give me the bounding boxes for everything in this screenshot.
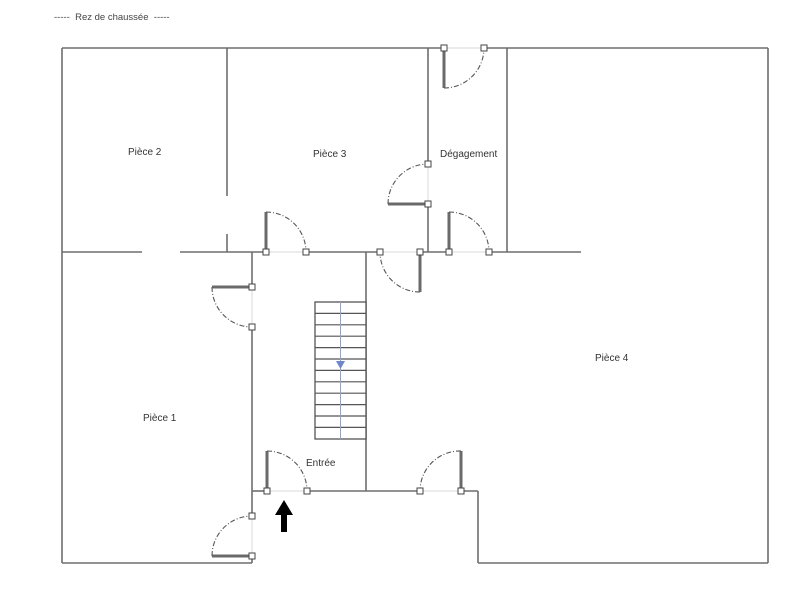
room-label-piece2: Pièce 2 (128, 147, 162, 158)
floor-title: ----- Rez de chaussée ----- (54, 12, 170, 23)
room-label-piece3: Pièce 3 (313, 149, 347, 160)
door-piece3[interactable] (262, 211, 310, 256)
door-piece3-degagement[interactable] (387, 160, 432, 208)
walls (61, 47, 769, 564)
door-entrance[interactable] (263, 450, 311, 495)
door-degagement-bottom[interactable] (445, 211, 493, 256)
door-piece1-upper[interactable] (211, 283, 256, 331)
stair-down-arrow-icon (336, 361, 345, 369)
door-piece4-bottom[interactable] (416, 450, 465, 495)
entrance-arrow-icon (275, 500, 293, 532)
room-label-piece4: Pièce 4 (595, 353, 629, 364)
room-label-piece1: Pièce 1 (143, 413, 177, 424)
door-degagement-top[interactable] (440, 44, 488, 89)
room-label-entree: Entrée (306, 458, 336, 469)
staircase (314, 301, 367, 440)
door-piece1-lower[interactable] (211, 512, 256, 560)
door-piece4-top[interactable] (376, 248, 424, 293)
room-label-degagement: Dégagement (440, 149, 497, 160)
